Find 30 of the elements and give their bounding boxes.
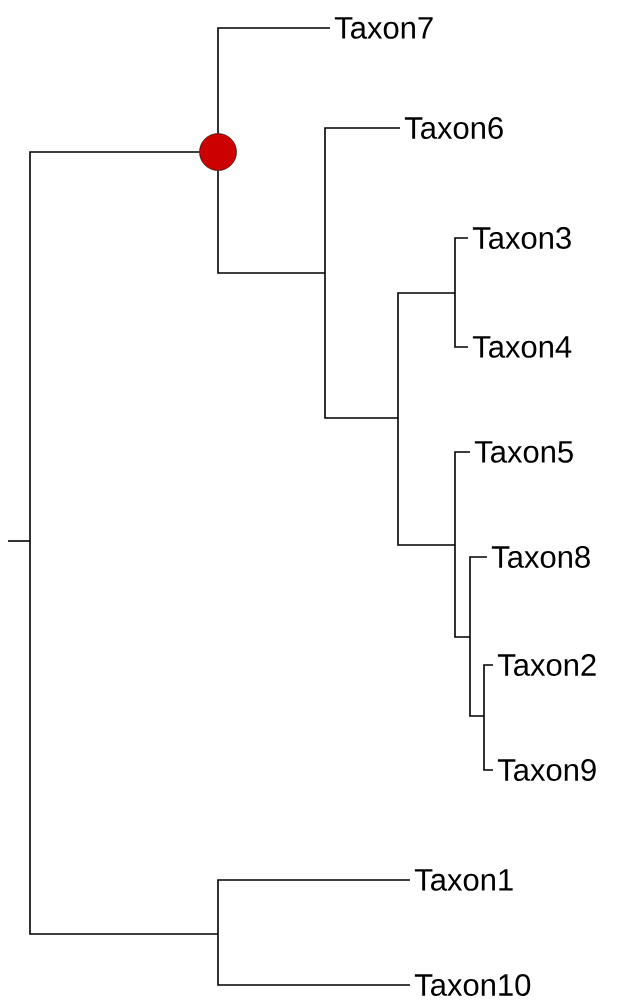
tree-branch bbox=[7, 540, 31, 542]
taxon-label: Taxon4 bbox=[472, 336, 572, 358]
tree-branch bbox=[324, 127, 401, 274]
tree-branch bbox=[454, 237, 469, 294]
tree-branch bbox=[217, 879, 411, 935]
tree-branch bbox=[29, 540, 219, 935]
taxon-label: Taxon6 bbox=[404, 117, 503, 139]
tree-branch bbox=[324, 272, 399, 419]
taxon-label: Taxon1 bbox=[414, 869, 513, 891]
taxon-label: Taxon10 bbox=[414, 974, 531, 996]
taxon-label: Taxon9 bbox=[497, 759, 596, 781]
tree-branch bbox=[483, 664, 494, 717]
tree-branch bbox=[217, 27, 331, 134]
tree-branch bbox=[469, 556, 488, 638]
tree-branch bbox=[454, 292, 469, 348]
tree-branch bbox=[454, 544, 471, 638]
taxon-label: Taxon8 bbox=[491, 546, 590, 568]
tree-branch bbox=[454, 451, 471, 546]
taxon-label: Taxon5 bbox=[474, 441, 573, 463]
taxon-label: Taxon3 bbox=[472, 227, 571, 249]
tree-branch bbox=[397, 292, 456, 419]
tree-branch bbox=[217, 933, 411, 986]
tree-branch bbox=[397, 417, 456, 546]
tree-branch bbox=[469, 636, 485, 717]
tree-branch bbox=[217, 170, 326, 274]
taxon-label: Taxon2 bbox=[497, 654, 596, 676]
taxon-label: Taxon7 bbox=[334, 17, 433, 39]
tree-branch bbox=[483, 715, 494, 771]
tree-branch bbox=[29, 151, 200, 542]
node-marker bbox=[199, 133, 237, 171]
